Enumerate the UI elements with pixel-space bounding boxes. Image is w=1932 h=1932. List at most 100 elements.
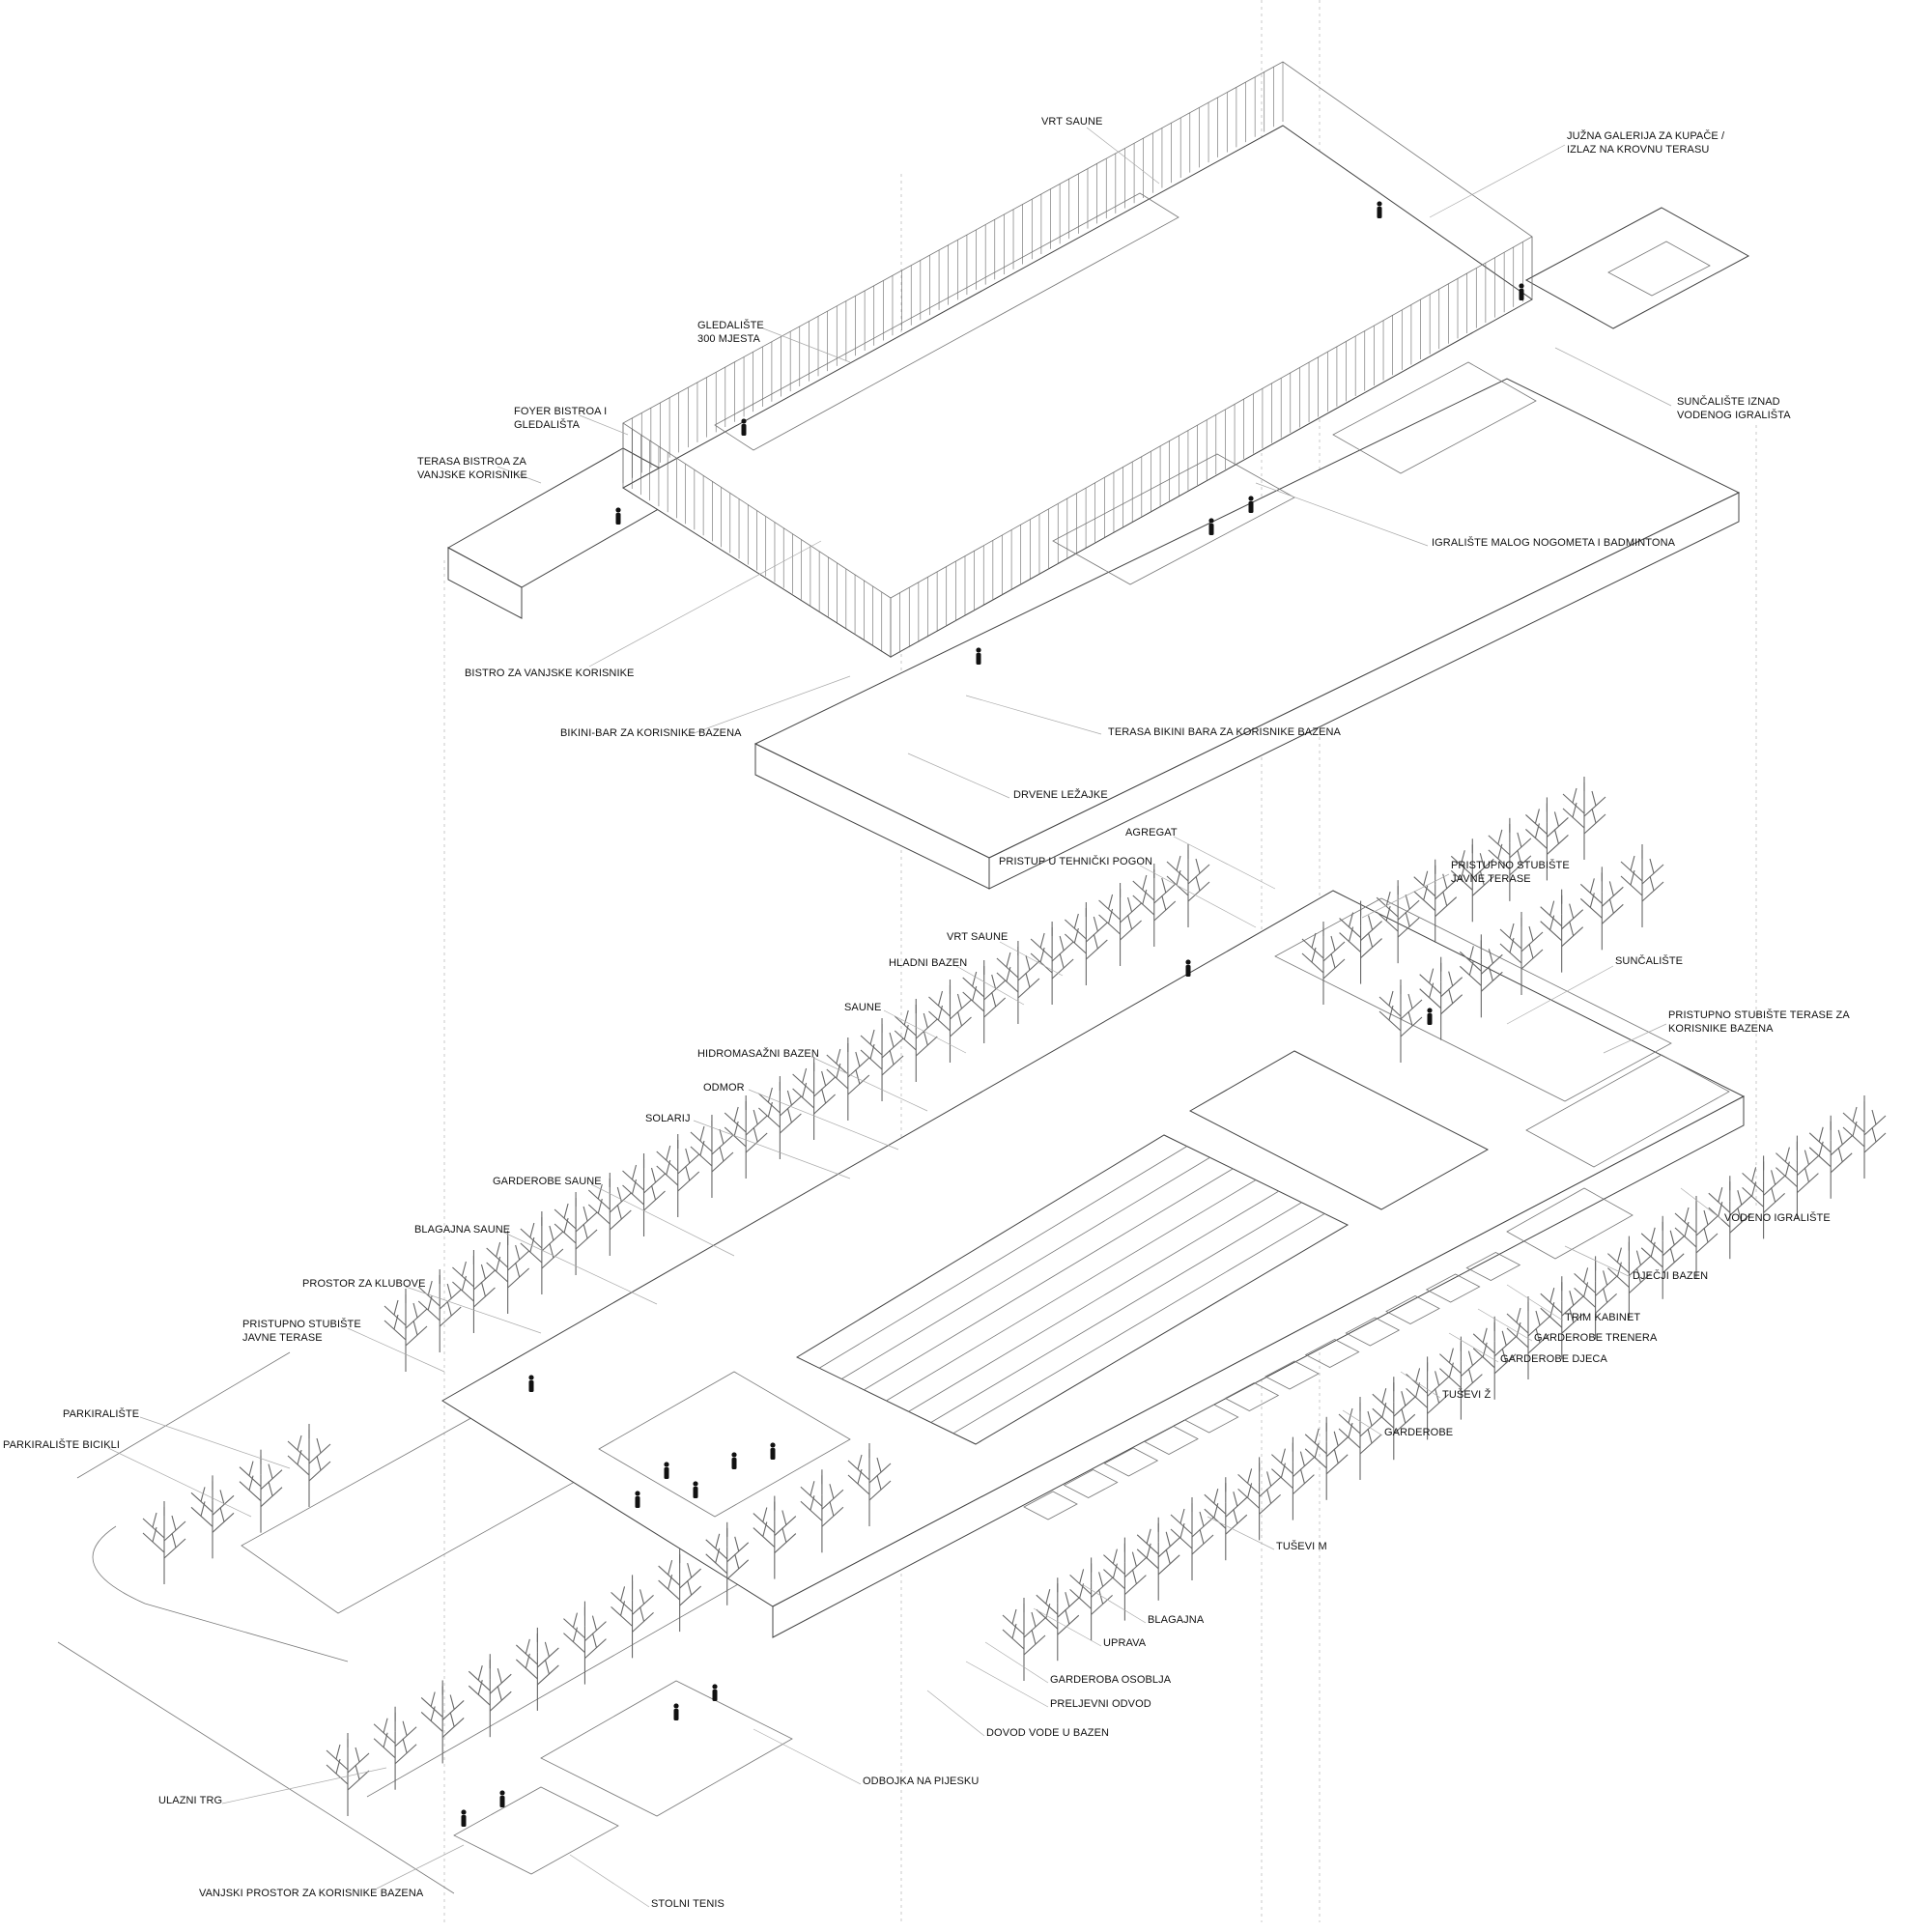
label-igraliste: IGRALIŠTE MALOG NOGOMETA I BADMINTONA [1432,537,1676,549]
tree-icon [622,1153,666,1236]
tree-icon [142,1501,186,1584]
tree-icon [860,1018,904,1101]
tree-icon [658,1548,702,1633]
tree-icon [962,960,1007,1043]
tree-icon [1506,1296,1550,1379]
football-court [1052,453,1295,585]
label-odbojka: ODBOJKA NA PIJESKU [863,1776,980,1787]
person-icon [1208,518,1214,535]
tree-icon [1842,1095,1887,1179]
tree-icon [611,1575,654,1659]
person-icon [1427,1008,1433,1025]
tree-icon [1136,1517,1180,1601]
person-icon [741,418,747,436]
tree-icon [1376,880,1420,964]
secondary-pool [1188,1050,1490,1210]
person-icon [499,1790,505,1807]
grandstand [714,192,1179,451]
label-suncaliste: SUNČALIŠTE [1615,955,1684,967]
tree-icon [1030,922,1074,1005]
person-icon [635,1491,640,1508]
tree-icon [826,1037,870,1121]
tree-icon [1338,1397,1382,1480]
label-gledaliste: GLEDALIŠTE 300 MJESTA [697,320,764,345]
label-suncaliste-iznad: SUNČALIŠTE IZNAD VODENOG IGRALIŠTA [1677,396,1791,421]
tree-icon [373,1706,417,1790]
person-icon [1377,201,1382,218]
water-playground [1525,1054,1730,1168]
label-bistro: BISTRO ZA VANJSKE KORISNIKE [465,668,635,679]
table-tennis-area [453,1786,619,1875]
tree-icon [452,1250,496,1333]
tree-icon [1808,1115,1853,1199]
label-hidromasazni: HIDROMASAŽNI BAZEN [697,1048,819,1060]
tree-icon [468,1654,512,1738]
tree-icon [239,1449,283,1533]
label-stubiste-javne-1: PRISTUPNO STUBIŠTE JAVNE TERASE [1451,860,1570,885]
tree-icon [1640,1215,1685,1299]
tree-icon [800,1469,844,1553]
label-blagajna: BLAGAJNA [1148,1614,1205,1626]
tree-icon [1742,1155,1785,1239]
sunbathing-terrace [1274,897,1672,1102]
tree-icon [1674,1196,1719,1279]
person-icon [461,1809,467,1827]
label-tusevi-m: TUŠEVI M [1276,1541,1327,1552]
person-icon [976,647,981,665]
tree-icon [690,1115,734,1198]
label-vanjski-prostor: VANJSKI PROSTOR ZA KORISNIKE BAZENA [199,1888,424,1899]
label-saune: SAUNE [844,1002,882,1013]
tree-icon [1378,980,1423,1063]
label-foyer: FOYER BISTROA I GLEDALIŠTA [514,406,608,431]
label-garderoba-osoblja: GARDEROBA OSOBLJA [1050,1674,1172,1686]
tree-icon [563,1601,607,1685]
label-terasa-bikini: TERASA BIKINI BARA ZA KORISNIKE BAZENA [1108,726,1341,738]
tree-icon [1103,1537,1147,1621]
leader-lines [107,127,1722,1908]
tree-icon [287,1424,331,1507]
person-icon [1248,496,1254,513]
volleyball-court [540,1680,793,1817]
tree-icon [1574,1256,1617,1340]
tree-icon [656,1134,700,1217]
tree-icon [1002,1598,1046,1681]
person-icon [770,1442,776,1460]
label-agregat: AGREGAT [1125,827,1178,838]
tree-icon [554,1192,598,1275]
tree-icon [1036,1577,1080,1662]
tree-icon [1472,1316,1517,1400]
trees [142,777,1887,1816]
roof-pool [1607,241,1711,297]
tree-icon [1132,864,1177,947]
tree-icon [1562,777,1606,860]
label-stubiste-terase-bazena: PRISTUPNO STUBIŠTE TERASE ZA KORISNIKE B… [1668,1009,1850,1035]
tree-icon [1620,844,1664,927]
tree-icon [384,1289,428,1372]
site-road [57,1187,1431,1894]
tree-icon [417,1269,462,1352]
tree-icon [1304,1416,1349,1500]
label-dovod-vode: DOVOD VODE U BAZEN [986,1727,1110,1739]
changing-rooms [1023,1252,1521,1520]
tree-icon [1237,1457,1281,1541]
tree-icon [847,1443,892,1526]
label-parkiraliste-bicikli: PARKIRALIŠTE BICIKLI [3,1439,121,1451]
south-roof-terrace [1524,207,1750,329]
glass-facade [622,62,1533,658]
label-parkiraliste: PARKIRALIŠTE [63,1408,140,1420]
tree-icon [1069,1557,1113,1641]
tree-icon [1607,1236,1651,1320]
person-icon [693,1481,698,1498]
person-icon [615,507,621,525]
childrens-pool [1506,1187,1634,1260]
tree-icon [520,1211,564,1294]
tree-icon [1098,883,1142,966]
label-blagajna-saune: BLAGAJNA SAUNE [414,1224,511,1236]
upper-level-drawing [446,61,1750,890]
label-preljevni-odvod: PRELJEVNI ODVOD [1050,1698,1151,1710]
tree-icon [326,1733,370,1816]
label-juzna-galerija: JUŽNA GALERIJA ZA KUPAČE / IZLAZ NA KROV… [1567,130,1725,156]
label-stubiste-javne-2: PRISTUPNO STUBIŠTE JAVNE TERASE [242,1319,361,1344]
tree-icon [1450,838,1494,923]
